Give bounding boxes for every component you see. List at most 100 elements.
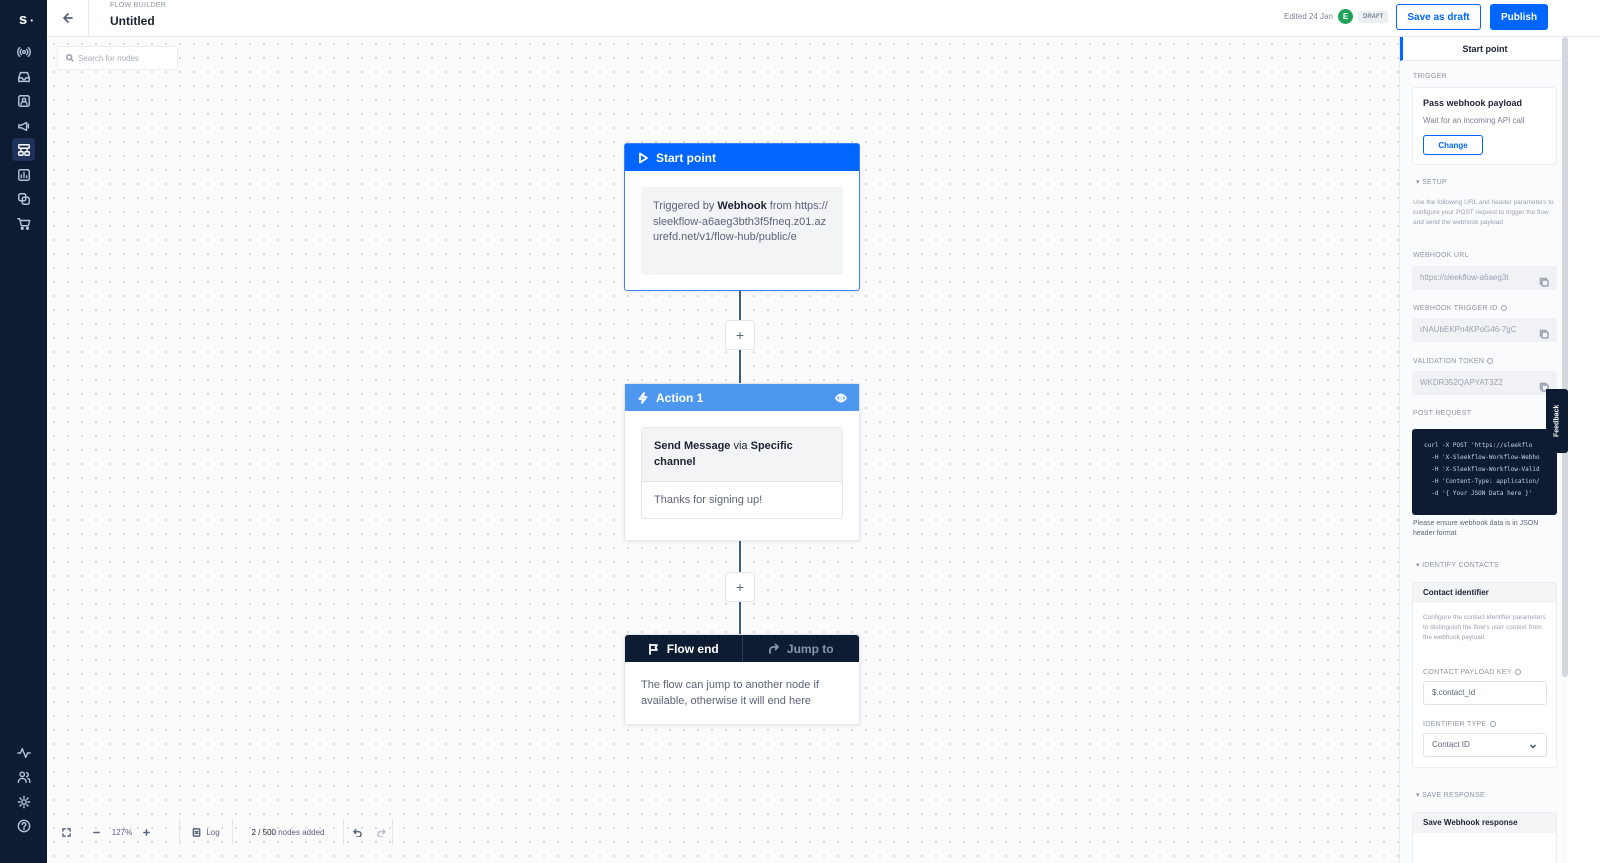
webhook-url-label: WEBHOOK URL [1413, 252, 1469, 259]
contact-identifier-title: Contact identifier [1413, 583, 1556, 603]
setup-section-toggle[interactable]: ▾ SETUP [1416, 179, 1447, 186]
validation-token-field[interactable]: WKDR352QAPYAT3Z2 [1412, 371, 1557, 395]
redo-icon [376, 828, 386, 837]
nav-settings-icon[interactable] [12, 790, 35, 813]
node-search[interactable] [57, 46, 178, 70]
panel-tab-start-point[interactable]: Start point [1400, 37, 1567, 61]
flow-canvas[interactable]: + + Start point Triggered by Webhook fro… [47, 37, 1399, 863]
info-icon[interactable] [1514, 669, 1521, 676]
end-node-text: The flow can jump to another node if ava… [641, 679, 819, 707]
nav-campaigns-icon[interactable] [12, 114, 35, 137]
payload-key-input[interactable]: $.contact_id [1423, 681, 1547, 705]
post-request-label: POST REQUEST [1413, 410, 1472, 417]
trigger-id-field[interactable]: rNAUbEKPn4KPoG46-7gC [1412, 318, 1557, 342]
start-node-body: Triggered by Webhook from https://sleekf… [641, 187, 843, 275]
start-node-header: Start point [625, 144, 859, 171]
copy-icon[interactable] [1539, 325, 1549, 339]
copy-icon[interactable] [1539, 273, 1549, 287]
toolbar-divider [232, 819, 233, 845]
info-icon[interactable] [1500, 305, 1507, 312]
action-message: Thanks for signing up! [654, 494, 763, 506]
nav-commerce-icon[interactable] [12, 212, 35, 235]
panel-scrollbar[interactable] [1562, 37, 1568, 677]
add-node-button[interactable]: + [725, 572, 755, 602]
zoom-level: 127% [111, 827, 133, 837]
nav-integrations-icon[interactable] [12, 187, 35, 210]
action-type: Send Message [654, 440, 731, 452]
minus-icon [92, 831, 100, 833]
feedback-tab[interactable]: Feedback [1546, 389, 1568, 453]
nav-analytics-icon[interactable] [12, 163, 35, 186]
edited-timestamp: Edited 24 Jan [1284, 12, 1333, 21]
webhook-url-value: https://sleekflow-a6aeg3t [1420, 273, 1509, 282]
toolbar-divider [343, 819, 344, 845]
node-count: 2 / 500 nodes added [233, 828, 343, 837]
back-button[interactable] [57, 7, 79, 29]
sidebar: s• [0, 0, 47, 863]
copy-icon[interactable] [1539, 378, 1549, 392]
plus-icon [142, 828, 150, 836]
app-logo[interactable]: s• [18, 11, 33, 28]
tab-flow-end-label: Flow end [666, 641, 719, 656]
validation-token-value: WKDR352QAPYAT3Z2 [1420, 378, 1503, 387]
node-count-suffix: nodes added [275, 827, 325, 837]
identifier-type-select[interactable]: Contact ID [1423, 733, 1547, 757]
save-response-toggle[interactable]: ▾ SAVE RESPONSE [1416, 792, 1485, 799]
webhook-url-field[interactable]: https://sleekflow-a6aeg3t [1412, 266, 1557, 290]
tab-flow-end[interactable]: Flow end [625, 635, 742, 662]
section-label: FLOW BUILDER [110, 2, 167, 9]
trigger-id-label-text: WEBHOOK TRIGGER ID [1413, 305, 1498, 312]
nav-help-icon[interactable] [12, 814, 35, 837]
action-channel: Specific channel [654, 440, 793, 468]
identifier-type-label-text: IDENTIFIER TYPE [1423, 721, 1487, 728]
save-as-draft-button[interactable]: Save as draft [1396, 4, 1481, 30]
trigger-subtitle: Wait for an incoming API call [1423, 116, 1525, 125]
post-request-code[interactable]: curl -X POST 'https://sleekflo -H 'X-Sle… [1412, 429, 1557, 515]
identify-contacts-toggle[interactable]: ▾ IDENTIFY CONTACTS [1416, 562, 1499, 569]
action-node[interactable]: Action 1 Send Message via Specific chann… [624, 383, 860, 541]
search-input[interactable] [78, 53, 173, 63]
info-icon[interactable] [1487, 358, 1494, 365]
save-response-title: Save Webhook response [1413, 813, 1556, 833]
fullscreen-button[interactable] [47, 819, 85, 845]
add-node-button[interactable]: + [725, 320, 755, 350]
nav-inbox-icon[interactable] [12, 65, 35, 88]
flow-end-node[interactable]: Flow end Jump to The flow can jump to an… [624, 634, 860, 725]
flag-icon [648, 643, 658, 655]
nav-activity-icon[interactable] [12, 741, 35, 764]
nav-contacts-icon[interactable] [12, 89, 35, 112]
play-icon [639, 152, 648, 163]
validation-token-label: VALIDATION TOKEN [1413, 358, 1494, 365]
save-response-label: SAVE RESPONSE [1422, 792, 1485, 799]
nav-flow-builder-icon[interactable] [12, 138, 35, 161]
info-icon[interactable] [1489, 721, 1496, 728]
payload-key-label-text: CONTACT PAYLOAD KEY [1423, 669, 1512, 676]
action-via: via [730, 440, 751, 452]
redirect-icon [769, 643, 779, 654]
lightning-icon [638, 391, 648, 404]
nav-broadcast-icon[interactable] [12, 40, 35, 63]
publish-button[interactable]: Publish [1490, 4, 1548, 30]
log-button[interactable]: Log [180, 819, 232, 845]
trigger-card: Pass webhook payload Wait for an incomin… [1412, 87, 1557, 165]
eye-icon[interactable] [835, 392, 847, 404]
zoom-out-button[interactable] [85, 819, 107, 845]
expand-icon [61, 827, 71, 837]
save-response-card: Save Webhook response [1412, 812, 1557, 863]
flow-title[interactable]: Untitled [110, 14, 155, 28]
contact-identifier-card: Contact identifier Configure the contact… [1412, 582, 1557, 768]
zoom-in-button[interactable] [137, 819, 155, 845]
action-node-header: Action 1 [625, 384, 859, 411]
chevron-down-icon [1529, 744, 1537, 749]
logo-letter: s [18, 11, 28, 28]
arrow-left-icon [63, 13, 73, 23]
change-trigger-button[interactable]: Change [1423, 135, 1483, 155]
redo-button[interactable] [370, 819, 392, 845]
trigger-label: TRIGGER [1413, 73, 1447, 80]
nav-team-icon[interactable] [12, 765, 35, 788]
header-divider [88, 0, 89, 37]
start-point-node[interactable]: Start point Triggered by Webhook from ht… [624, 143, 860, 291]
undo-button[interactable] [344, 819, 370, 845]
tab-jump-to[interactable]: Jump to [741, 635, 860, 662]
node-count-value: 2 / 500 [251, 827, 276, 837]
